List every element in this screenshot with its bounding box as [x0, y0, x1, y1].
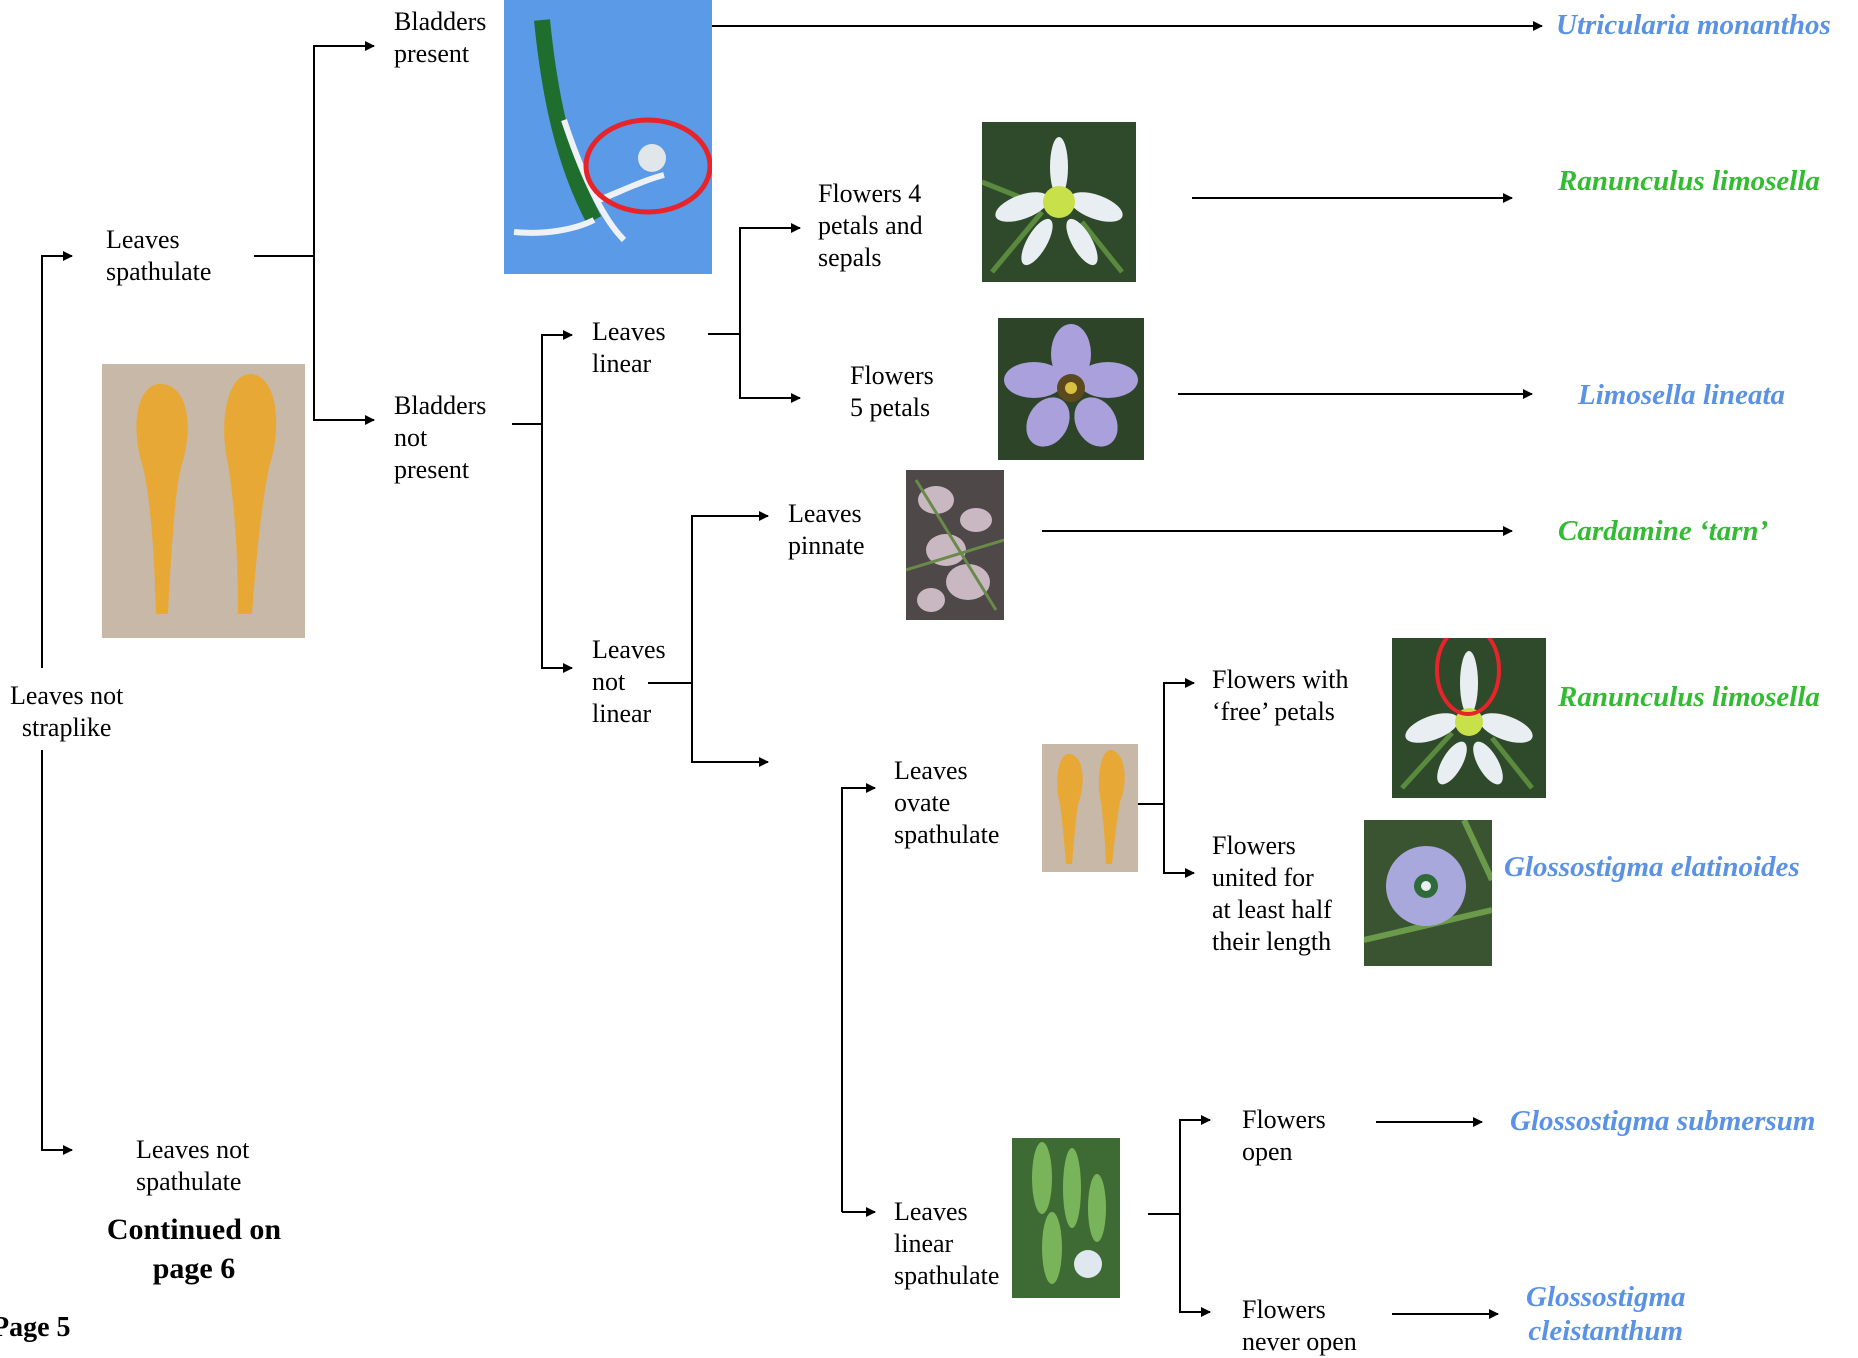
node-flowers-never-open: Flowers never open	[1242, 1295, 1357, 1356]
branch-line	[841, 783, 876, 1212]
node-leaves-not-straplike: Leaves not straplike	[10, 681, 124, 742]
node-flowers-united: Flowers united for at least half their l…	[1212, 831, 1332, 956]
limosella-flower-photo	[998, 318, 1144, 460]
species-utricularia-monanthos: Utricularia monanthos	[1556, 9, 1831, 41]
node-flowers-4-petals: Flowers 4 petals and sepals	[818, 179, 923, 272]
highlight-circle	[583, 117, 712, 215]
leaf-spathulate-photo	[102, 364, 305, 638]
branch-line	[1179, 1115, 1211, 1214]
branch-line	[313, 41, 375, 256]
node-leaves-spathulate: Leaves spathulate	[106, 225, 212, 286]
branch-line	[739, 334, 801, 403]
branch-line	[41, 750, 73, 1155]
branch-line	[739, 223, 801, 334]
ranunculus-free-petals-photo	[1392, 638, 1546, 798]
node-flowers-free-petals: Flowers with ‘free’ petals	[1212, 665, 1349, 726]
node-leaves-ovate-spathulate: Leaves ovate spathulate	[894, 756, 1000, 849]
species-cardamine-tarn: Cardamine ‘tarn’	[1558, 515, 1769, 547]
node-leaves-linear-spathulate: Leaves linear spathulate	[894, 1197, 1000, 1290]
page-number: Page 5	[0, 1312, 71, 1343]
branch-line	[1163, 804, 1195, 878]
branch-line	[691, 683, 769, 767]
cardamine-photo	[906, 470, 1004, 620]
species-glossostigma-cleistanthum: Glossostigma cleistanthum	[1526, 1281, 1686, 1347]
branch-line	[1163, 678, 1195, 804]
node-bladders-not-present: Bladders not present	[394, 391, 487, 484]
branch-line	[691, 511, 769, 683]
bladder-photo	[504, 0, 712, 274]
node-leaves-not-linear: Leaves not linear	[592, 635, 666, 728]
node-leaves-not-spathulate: Leaves not spathulate	[136, 1135, 250, 1196]
branch-line	[541, 424, 573, 673]
node-leaves-linear: Leaves linear	[592, 317, 666, 378]
highlight-circle	[1435, 638, 1501, 716]
node-flowers-5-petals: Flowers 5 petals	[850, 361, 934, 422]
branch-line	[313, 256, 375, 425]
leaf-linear-spathulate-photo	[1012, 1138, 1120, 1298]
species-ranunculus-limosella: Ranunculus limosella	[1558, 681, 1820, 713]
node-leaves-pinnate: Leaves pinnate	[788, 499, 865, 560]
species-ranunculus-limosella: Ranunculus limosella	[1558, 165, 1820, 197]
node-bladders-present: Bladders present	[394, 7, 487, 68]
continued-note: Continued on page 6	[106, 1213, 282, 1285]
node-flowers-open: Flowers open	[1242, 1105, 1326, 1166]
species-glossostigma-submersum: Glossostigma submersum	[1510, 1105, 1816, 1137]
glossostigma-elatinoides-photo	[1364, 820, 1492, 966]
species-limosella-lineata: Limosella lineata	[1578, 379, 1786, 411]
branch-line	[1179, 1214, 1211, 1317]
leaf-ovate-spathulate-photo	[1042, 744, 1138, 872]
ranunculus-flower-photo	[982, 122, 1136, 282]
branch-line	[41, 251, 73, 668]
species-glossostigma-elatinoides: Glossostigma elatinoides	[1504, 851, 1800, 883]
branch-line	[541, 330, 573, 424]
